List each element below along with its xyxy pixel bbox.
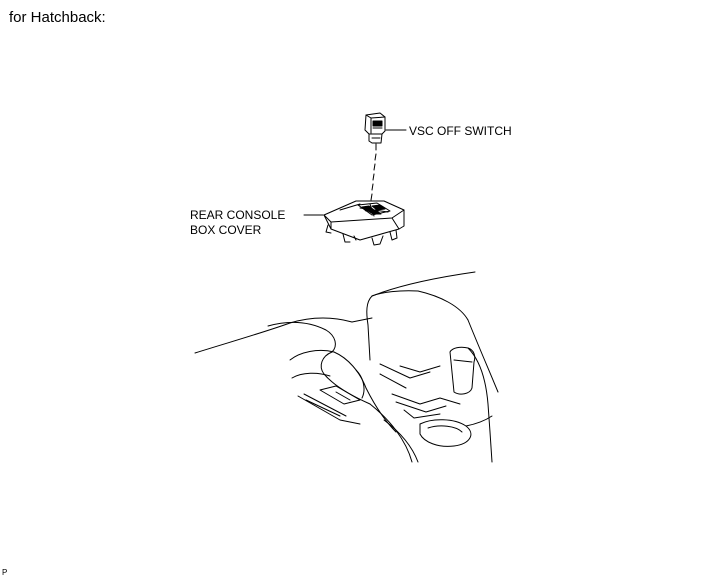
rear-console-box-cover-part [323,200,405,246]
center-console-scene [194,271,499,463]
installation-dashed-line [369,143,377,209]
vsc-off-switch-part [364,112,386,144]
corner-mark: P [2,568,8,577]
vsc-off-switch-label: VSC OFF SWITCH [409,124,512,138]
rear-console-label-line2: BOX COVER [190,223,262,237]
rear-console-label-line1: REAR CONSOLE [190,208,286,222]
rear-console-box-cover-label: REAR CONSOLE BOX COVER [190,208,285,238]
page-heading: for Hatchback: [9,9,106,26]
